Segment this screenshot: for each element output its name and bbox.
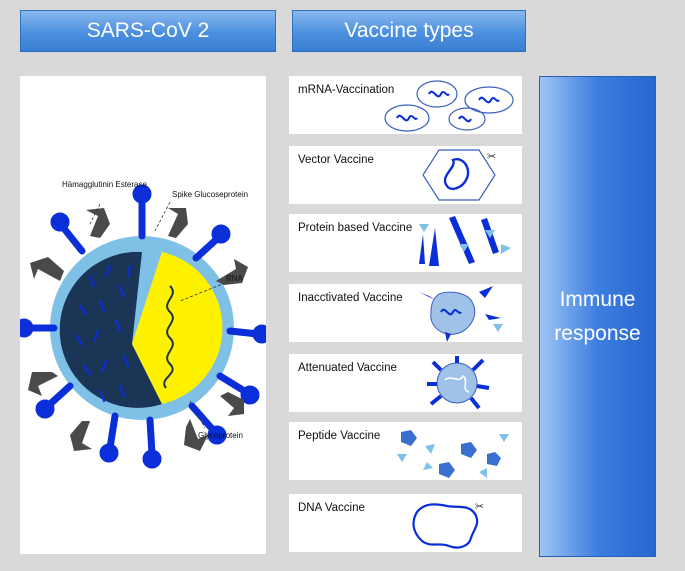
hemagglutinin-proteins	[28, 208, 248, 451]
vaccine-label: Protein based Vaccine	[298, 222, 413, 234]
protein-vaccine-icon	[419, 216, 511, 266]
vaccine-label: mRNA-Vaccination	[298, 84, 395, 96]
hemagglutinin-label: Hämagglutinin Esterase	[62, 180, 147, 189]
peptide-vaccine-icon	[397, 430, 509, 478]
rna-label: RNA	[226, 274, 243, 283]
virus-core	[132, 252, 223, 404]
vaccine-card-peptide: Peptide Vaccine	[289, 422, 522, 480]
immune-response-box: Immune response	[539, 76, 656, 557]
svg-text:✂: ✂	[487, 151, 496, 163]
vaccine-card-attenuated: Attenuated Vaccine	[289, 354, 522, 412]
glycoprotein-label: Glycoprotein	[198, 431, 243, 440]
vaccine-card-protein: Protein based Vaccine	[289, 214, 522, 272]
vaccine-card-dna: DNA Vaccine ✂	[289, 494, 522, 552]
vaccine-label: Inacctivated Vaccine	[298, 292, 403, 304]
callout-lines	[89, 201, 231, 429]
vaccine-types-title: Vaccine types	[344, 19, 474, 42]
vaccine-types-header: Vaccine types	[292, 10, 526, 52]
sars-cov-2-virus-icon	[14, 184, 272, 469]
vector-vaccine-icon: ✂	[422, 149, 496, 201]
vaccine-card-mrna: mRNA-Vaccination	[289, 76, 522, 134]
immune-response-label: Immune response	[554, 287, 641, 345]
dna-vaccine-icon: ✂	[412, 501, 484, 549]
svg-text:✂: ✂	[475, 501, 484, 513]
sars-cov-2-header: SARS-CoV 2	[20, 10, 276, 52]
rna-strand	[163, 285, 174, 389]
vaccine-label: Vector Vaccine	[298, 154, 374, 166]
envelope-pattern	[74, 264, 132, 403]
attenuated-vaccine-icon	[427, 356, 490, 410]
vaccine-card-inactivated: Inacctivated Vaccine	[289, 284, 522, 342]
vaccine-card-vector: Vector Vaccine ✂	[289, 146, 522, 204]
sars-cov-2-title: SARS-CoV 2	[86, 19, 210, 42]
vaccine-label: Attenuated Vaccine	[298, 362, 397, 374]
vaccine-label: Peptide Vaccine	[298, 430, 381, 442]
vaccine-label: DNA Vaccine	[298, 502, 365, 514]
mrna-vaccine-icon	[384, 80, 514, 132]
virus-illustration-panel: Hämagglutinin Esterase Spike Glucoseprot…	[14, 76, 272, 554]
inactivated-vaccine-icon	[419, 286, 503, 342]
spike-label: Spike Glucoseprotein	[172, 190, 249, 199]
